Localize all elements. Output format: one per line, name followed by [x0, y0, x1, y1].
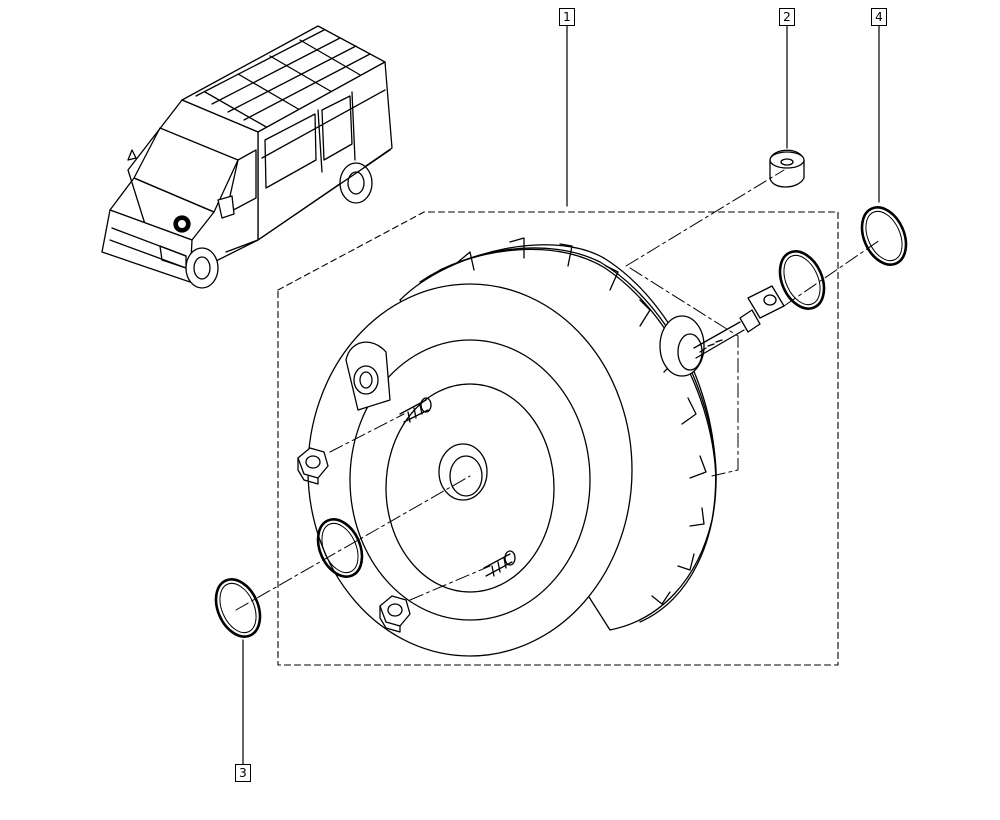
front-stud-upper [399, 397, 432, 423]
front-stud-lower [483, 550, 516, 577]
rear-push-rod [659, 285, 785, 377]
callout-3: 3 [235, 764, 251, 782]
brake-servo-booster [307, 237, 785, 657]
seal-ring-part-3-inner [316, 518, 364, 578]
seal-ring-part-4-inner [778, 250, 826, 310]
seal-ring-part-3-outer [214, 578, 262, 638]
assembly-boundary [277, 211, 839, 666]
callout-4: 4 [871, 8, 887, 26]
callout-2: 2 [779, 8, 795, 26]
seal-ring-part-4-outer [860, 206, 908, 266]
nut-lower [379, 595, 411, 633]
assembly-axis-lines [235, 169, 881, 611]
grommet-part-2 [769, 149, 805, 188]
nut-upper [297, 447, 329, 485]
callout-1: 1 [559, 8, 575, 26]
van-illustration [101, 25, 393, 289]
callout-leaders [242, 25, 880, 765]
